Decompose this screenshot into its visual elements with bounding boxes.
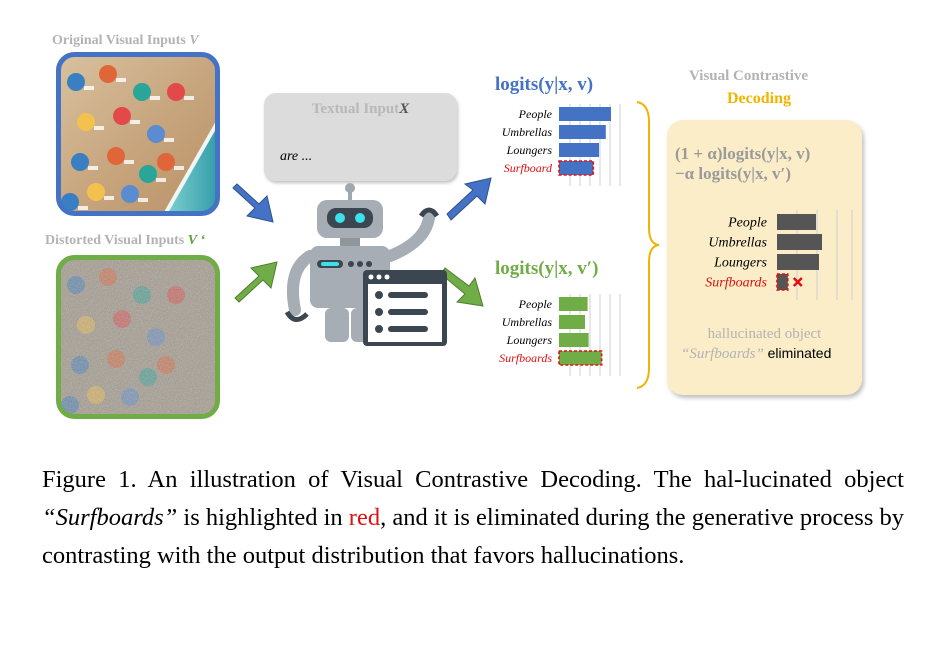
- eliminated-line: “Surfboards” eliminated: [681, 345, 831, 363]
- lounger-icon: [174, 166, 184, 170]
- umbrella-icon: [139, 165, 157, 183]
- bar: [559, 333, 589, 347]
- lounger-icon: [130, 120, 140, 124]
- textual-input-box: Textual InputX are ...: [264, 93, 457, 181]
- cross-icon: [792, 277, 803, 287]
- bar: [777, 214, 816, 230]
- umbrella-icon: [113, 107, 131, 125]
- bar: [559, 125, 606, 139]
- textual-input-text: are ...: [280, 149, 313, 164]
- distorted-beach-image: [56, 255, 220, 419]
- bar-hallucinated: [558, 350, 603, 366]
- lounger-icon: [104, 196, 114, 200]
- umbrella-icon: [157, 153, 175, 171]
- umbrella-icon: [67, 73, 85, 91]
- hallucinated-label: hallucinated object: [707, 326, 822, 342]
- curly-brace-icon: [636, 101, 660, 389]
- lounger-icon: [84, 86, 94, 90]
- bar: [559, 315, 585, 329]
- bar-label: Loungers: [506, 143, 553, 157]
- bar-label: People: [727, 215, 767, 230]
- bar-label: Umbrellas: [502, 125, 553, 139]
- lounger-icon: [124, 160, 134, 164]
- bar-label: Surfboard: [504, 161, 553, 175]
- bar-hallucinated: [558, 160, 595, 176]
- formula-line1: (1 + α)logits(y|x, v): [675, 144, 811, 163]
- lounger-icon: [156, 178, 166, 182]
- lounger-icon: [116, 78, 126, 82]
- robot-icon: [284, 183, 440, 342]
- textual-input-title: Textual InputX: [311, 101, 410, 117]
- umbrella-icon: [71, 153, 89, 171]
- umbrella-icon: [133, 83, 151, 101]
- umbrella-icon: [121, 185, 139, 203]
- bar: [559, 107, 611, 121]
- vcd-panel: (1 + α)logits(y|x, v) −α logits(y|x, v′)…: [667, 120, 862, 395]
- umbrella-icon: [167, 83, 185, 101]
- vcd-title-line2: Decoding: [727, 90, 791, 107]
- robot-and-arrows: [232, 177, 492, 346]
- bar: [777, 234, 822, 250]
- eliminated-word: eliminated: [767, 345, 832, 361]
- bar: [777, 254, 819, 270]
- bar-label: People: [518, 297, 553, 311]
- umbrella-icon: [107, 147, 125, 165]
- caption-quote: “Surfboards”: [42, 504, 178, 531]
- bar: [559, 297, 588, 311]
- lounger-icon: [150, 96, 160, 100]
- umbrella-icon: [99, 65, 117, 83]
- bar: [559, 143, 600, 157]
- caption-mid: is highlighted in: [177, 504, 349, 531]
- logits-distorted-label: logits(y|x, v′): [495, 258, 599, 279]
- logits-original-label: logits(y|x, v): [495, 74, 594, 95]
- formula-line2: −α logits(y|x, v′): [675, 164, 791, 183]
- bar-label: Loungers: [713, 255, 767, 270]
- lounger-icon: [138, 198, 148, 202]
- hallucinated-object-name: “Surfboards”: [681, 346, 764, 362]
- umbrella-icon: [147, 125, 165, 143]
- caption-prefix: Figure 1. An illustration of Visual Cont…: [42, 466, 904, 493]
- bar-hallucinated: [776, 273, 789, 291]
- umbrella-icon: [77, 113, 95, 131]
- bar-label: Surfboards: [499, 351, 552, 365]
- list-window-icon: [363, 270, 447, 346]
- figure-caption: Figure 1. An illustration of Visual Cont…: [42, 461, 904, 575]
- bar-label: People: [518, 107, 553, 121]
- caption-red-word: red: [348, 504, 381, 531]
- bar-label: Surfboards: [705, 275, 767, 290]
- bar-label: Loungers: [506, 333, 553, 347]
- green-arrow-in-icon: [234, 261, 278, 303]
- vcd-title-line1: Visual Contrastive: [689, 68, 809, 84]
- lounger-icon: [78, 206, 88, 210]
- original-beach-image: [56, 52, 220, 216]
- umbrella-icon: [87, 183, 105, 201]
- blue-arrow-out-icon: [446, 177, 492, 221]
- caption-suffix: , and it is eliminated during the genera…: [42, 504, 904, 569]
- lounger-icon: [94, 126, 104, 130]
- lounger-icon: [184, 96, 194, 100]
- bar-label: Umbrellas: [502, 315, 553, 329]
- blue-arrow-in-icon: [232, 183, 274, 223]
- bar-label: Umbrellas: [708, 235, 767, 250]
- distorted-inputs-label: Distorted Visual Inputs V ‘: [45, 233, 206, 248]
- original-inputs-label: Original Visual Inputs V: [52, 33, 199, 48]
- lounger-icon: [88, 166, 98, 170]
- umbrella-icon: [61, 193, 79, 211]
- lounger-icon: [164, 138, 174, 142]
